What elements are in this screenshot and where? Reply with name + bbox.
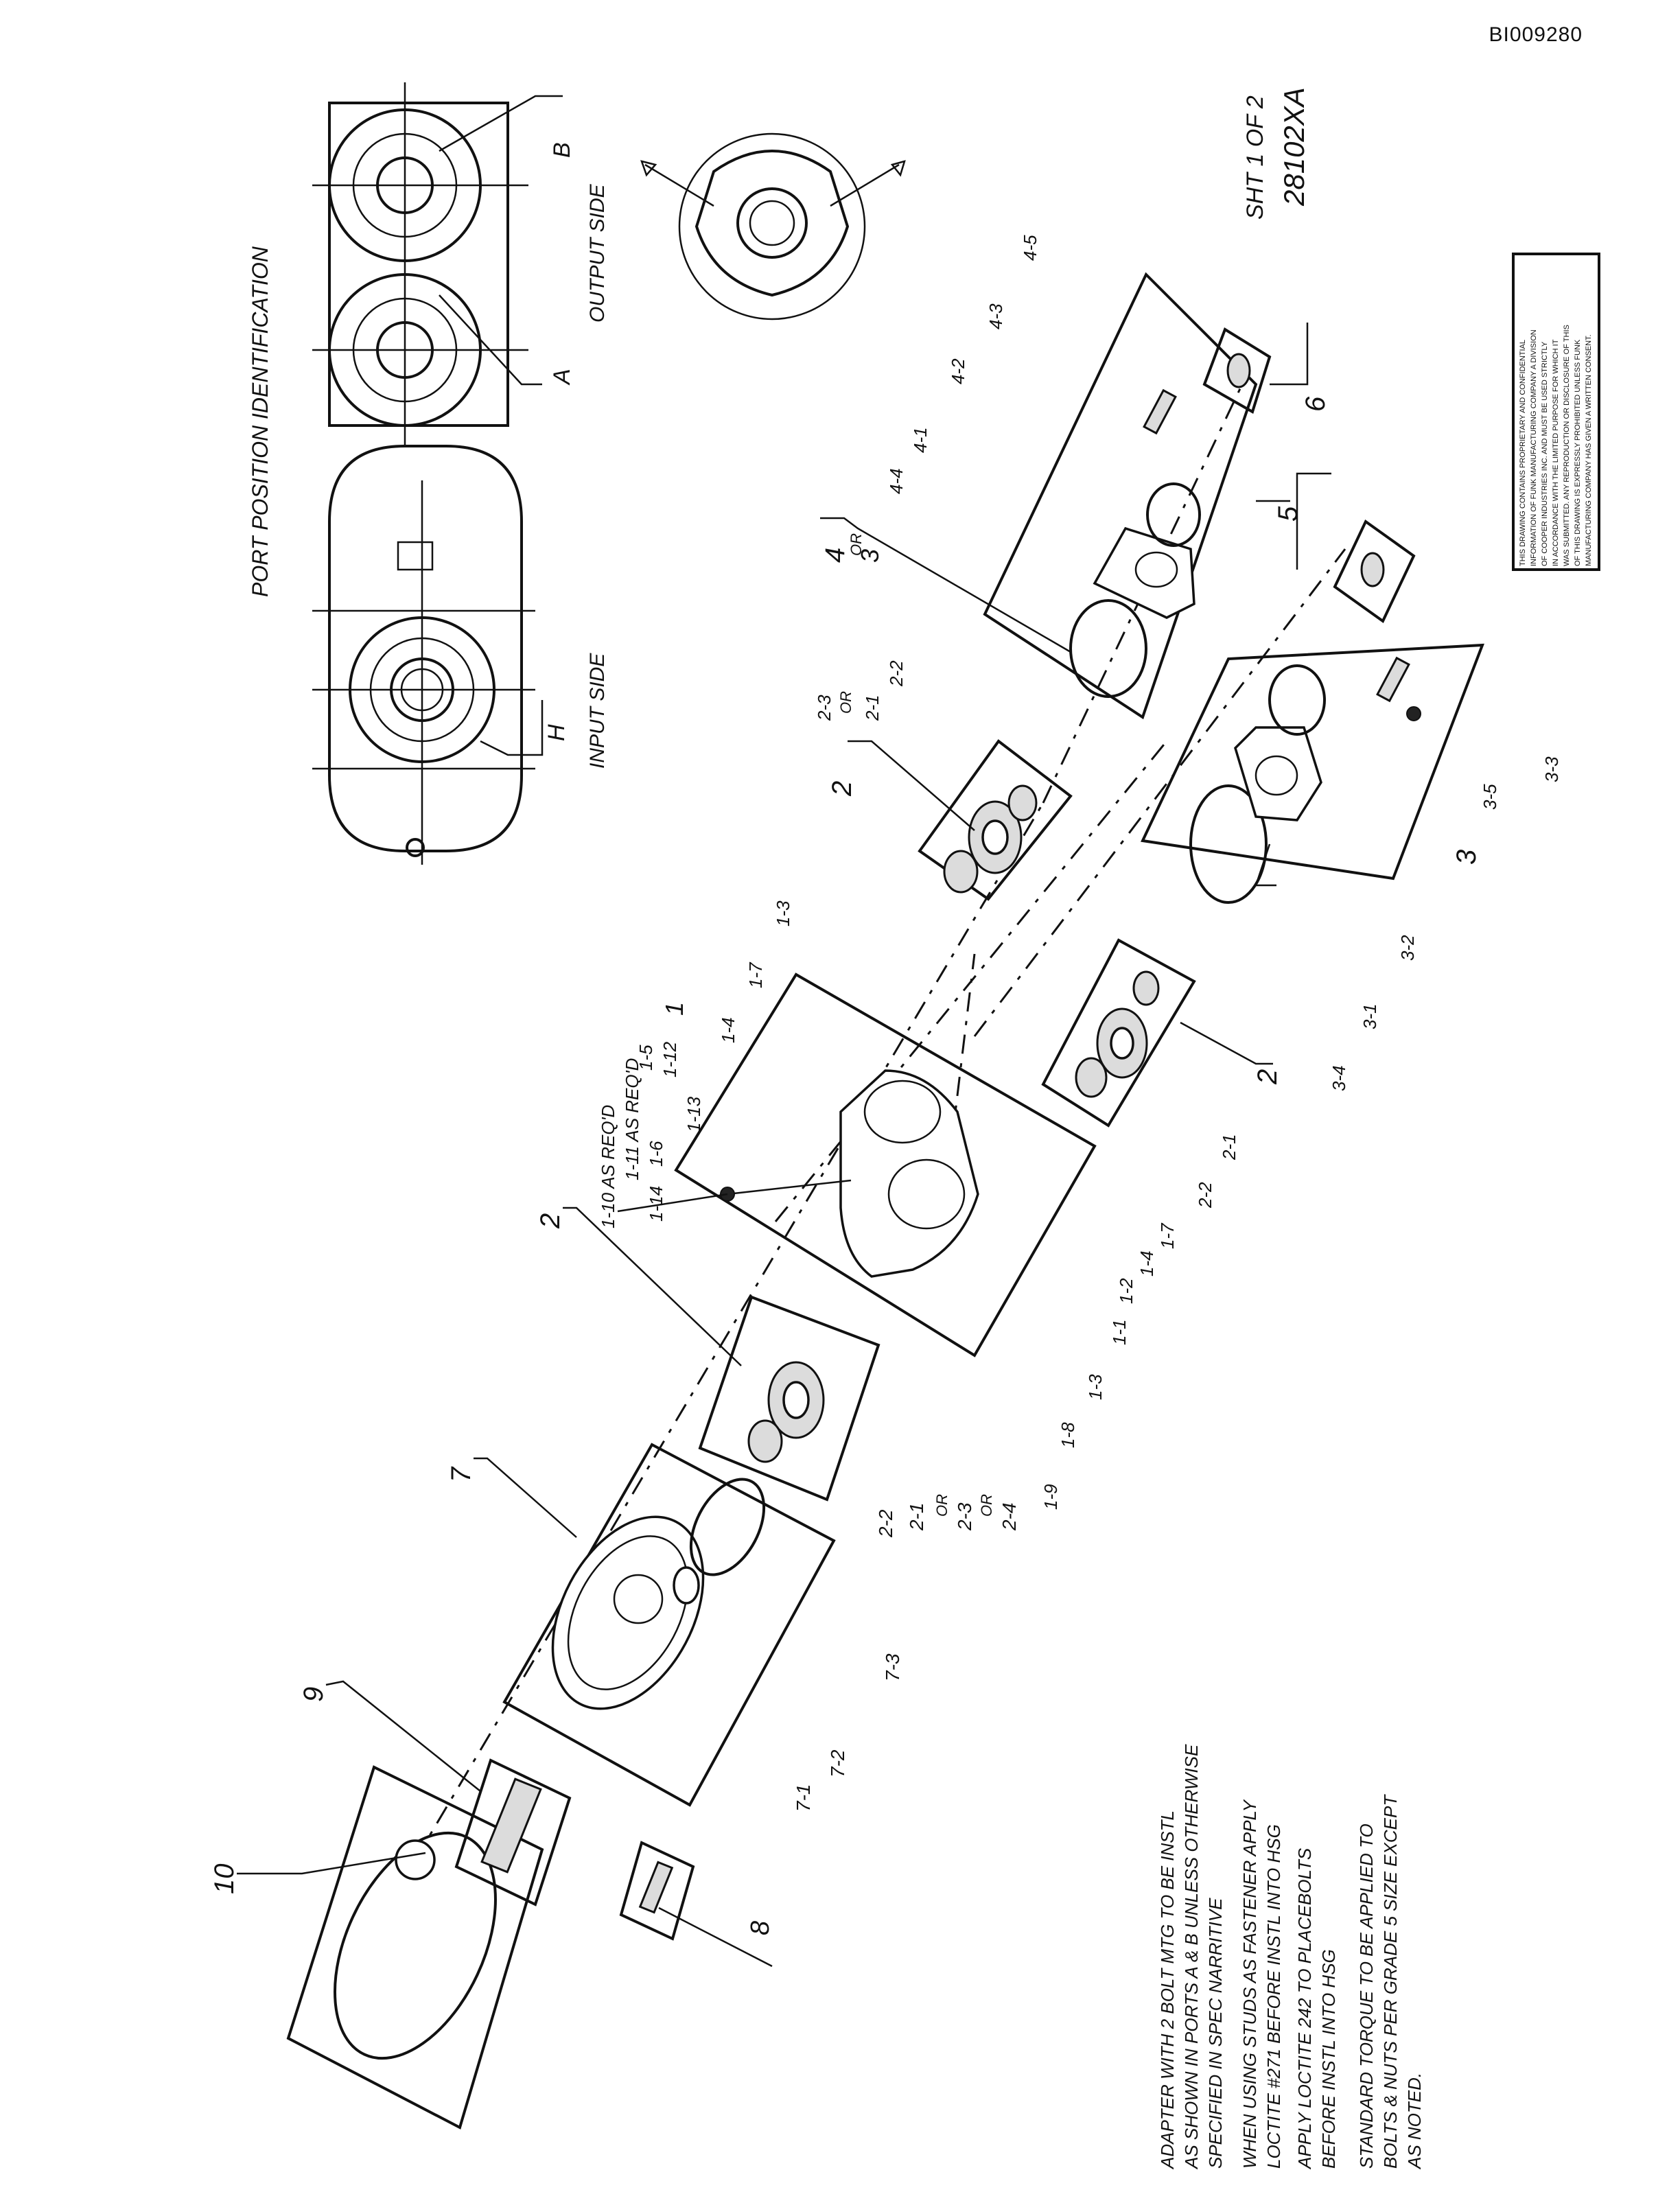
input-side-label: INPUT SIDE <box>586 653 609 769</box>
callout-2-1-lower: 2-1 <box>1219 1134 1239 1161</box>
callout-3-2: 3-2 <box>1397 935 1418 961</box>
svg-text:THIS DRAWING CONTAINS PROPRIET: THIS DRAWING CONTAINS PROPRIETARY AND CO… <box>1519 340 1527 566</box>
group-2-gears-left <box>698 1295 880 1502</box>
svg-text:OF THIS DRAWING IS EXPRESSLY P: OF THIS DRAWING IS EXPRESSLY PROHIBITED … <box>1574 339 1582 566</box>
callout-2-1-right: 2-1 <box>862 695 883 721</box>
or-4: OR <box>848 533 865 556</box>
svg-text:MANUFACTURING COMPANY HAS GIVE: MANUFACTURING COMPANY HAS GIVEN A WRITTE… <box>1585 334 1593 566</box>
callout-2-3-left: 2-3 <box>954 1502 975 1531</box>
svg-text:AS SHOWN IN PORTS A & B UNLESS: AS SHOWN IN PORTS A & B UNLESS OTHERWISE <box>1181 1744 1202 2170</box>
group-7-cover <box>502 1443 836 1807</box>
callout-1-7-b: 1-7 <box>1157 1222 1178 1249</box>
callout-1-5: 1-5 <box>635 1045 656 1071</box>
callout-2-lower: 2 <box>1252 1069 1283 1085</box>
svg-text:OF COOPER INDUSTRIES INC. AND: OF COOPER INDUSTRIES INC. AND MUST BE US… <box>1541 341 1549 566</box>
callout-1-3-b: 1-3 <box>1085 1374 1106 1400</box>
callout-2-3-right: 2-3 <box>814 695 835 721</box>
callout-1-4: 1-4 <box>718 1017 738 1043</box>
callout-2-2-lower: 2-2 <box>1195 1182 1215 1209</box>
callout-3-4: 3-4 <box>1329 1065 1349 1091</box>
callout-1-2-b: 1-2 <box>1116 1278 1136 1304</box>
callout-1-4-b: 1-4 <box>1136 1250 1157 1276</box>
callout-1-10: 1-10 AS REQ'D <box>598 1105 618 1228</box>
callout-3-1: 3-1 <box>1360 1003 1380 1029</box>
svg-text:BOLTS & NUTS PER GRADE 5 SIZE: BOLTS & NUTS PER GRADE 5 SIZE EXCEPT <box>1380 1794 1401 2169</box>
callout-8: 8 <box>746 1921 775 1935</box>
callout-2-2-left: 2-2 <box>875 1509 896 1538</box>
svg-text:IN ACCORDANCE WITH THE LIMITED: IN ACCORDANCE WITH THE LIMITED PURPOSE F… <box>1552 339 1560 566</box>
group-4-cover <box>983 272 1258 720</box>
document-id: BI009280 <box>1489 23 1583 46</box>
callout-4-2: 4-2 <box>948 358 968 384</box>
or-2: OR <box>978 1494 995 1517</box>
port-b-label: B <box>549 142 575 158</box>
group-2-gears-right <box>918 739 1073 901</box>
group-1-housing <box>674 972 1097 1357</box>
group-8-fitting <box>619 1841 695 1941</box>
callout-1-13: 1-13 <box>684 1096 704 1132</box>
port-section-title: PORT POSITION IDENTIFICATION <box>248 246 272 597</box>
callout-4-4: 4-4 <box>886 468 907 494</box>
callout-7-2: 7-2 <box>827 1749 848 1777</box>
svg-text:STANDARD TORQUE TO BE APPLIED: STANDARD TORQUE TO BE APPLIED TO <box>1356 1823 1377 2169</box>
svg-text:WHEN USING STUDS AS FASTENER A: WHEN USING STUDS AS FASTENER APPLY <box>1239 1799 1260 2169</box>
callout-7-1: 7-1 <box>793 1784 814 1812</box>
output-side-view <box>312 82 563 446</box>
callout-7-3: 7-3 <box>882 1653 903 1681</box>
callout-2-2-right: 2-2 <box>886 660 907 687</box>
proprietary-notice: THIS DRAWING CONTAINS PROPRIETARY AND CO… <box>1512 253 1600 571</box>
or-3: OR <box>837 691 854 714</box>
svg-text:BEFORE INSTL INTO HSG: BEFORE INSTL INTO HSG <box>1318 1949 1339 2169</box>
callout-1: 1 <box>660 1002 688 1016</box>
callout-4-3: 4-3 <box>985 303 1006 329</box>
drawing-number: 28102XA <box>1278 87 1310 207</box>
port-h-label: H <box>544 724 570 741</box>
callout-1-14: 1-14 <box>646 1186 666 1222</box>
sheet-label: SHT 1 OF 2 <box>1242 95 1268 220</box>
group-2-gears-lower <box>1041 938 1196 1128</box>
callout-4-1: 4-1 <box>910 427 931 453</box>
svg-text:SPECIFIED IN SPEC NARRITIVE: SPECIFIED IN SPEC NARRITIVE <box>1205 1898 1226 2169</box>
callout-1-11: 1-11 AS REQ'D <box>622 1058 642 1180</box>
svg-text:APPLY LOCTITE 242 TO PLACEBOLT: APPLY LOCTITE 242 TO PLACEBOLTS <box>1294 1847 1315 2170</box>
callout-1-12: 1-12 <box>660 1041 680 1077</box>
callout-9: 9 <box>299 1687 329 1702</box>
input-side-view <box>312 445 544 865</box>
callout-1-6: 1-6 <box>646 1141 666 1167</box>
callout-1-3: 1-3 <box>773 900 793 926</box>
callout-2-left: 2 <box>535 1213 565 1229</box>
callout-10: 10 <box>209 1864 240 1895</box>
callout-3-5: 3-5 <box>1480 784 1500 810</box>
svg-text:LOCTITE #271 BEFORE INSTL INTO: LOCTITE #271 BEFORE INSTL INTO HSG <box>1263 1824 1284 2169</box>
callout-4: 4 <box>820 548 850 563</box>
adapter-flange-view <box>640 132 906 320</box>
callout-2-1-left: 2-1 <box>906 1503 927 1531</box>
group-3-cover <box>1141 643 1484 904</box>
callout-3-alt: 3 <box>856 549 884 563</box>
callout-1-9: 1-9 <box>1040 1484 1061 1510</box>
group-6-fitting <box>1202 327 1272 414</box>
callout-5: 5 <box>1273 506 1303 522</box>
group-5-fitting <box>1296 472 1416 624</box>
output-side-label: OUTPUT SIDE <box>586 183 609 323</box>
svg-text:AS NOTED.: AS NOTED. <box>1404 2073 1425 2170</box>
callout-2-4-left: 2-4 <box>999 1503 1020 1531</box>
svg-text:ADAPTER WITH 2 BOLT MTG TO BE: ADAPTER WITH 2 BOLT MTG TO BE INSTL <box>1157 1810 1178 2170</box>
callout-1-7: 1-7 <box>745 961 766 988</box>
or-1: OR <box>933 1494 950 1517</box>
notes-block: ADAPTER WITH 2 BOLT MTG TO BE INSTL AS S… <box>1157 1744 1425 2170</box>
callout-7: 7 <box>446 1466 476 1482</box>
svg-text:WAS SUBMITTED. ANY REPRODUCTIO: WAS SUBMITTED. ANY REPRODUCTION OR DISCL… <box>1563 325 1571 566</box>
svg-text:INFORMATION OF FUNK MANUFACTUR: INFORMATION OF FUNK MANUFACTURING COMPAN… <box>1530 329 1538 566</box>
group-9-shaft <box>454 1758 572 1907</box>
port-a-label: A <box>549 369 575 386</box>
callout-4-5: 4-5 <box>1020 235 1040 261</box>
callout-6: 6 <box>1300 396 1331 412</box>
callout-2-right: 2 <box>827 781 857 797</box>
callout-3: 3 <box>1451 850 1482 865</box>
callout-3-3: 3-3 <box>1541 756 1562 782</box>
callout-1-8: 1-8 <box>1058 1422 1078 1448</box>
callout-1-1-b: 1-1 <box>1109 1319 1130 1345</box>
